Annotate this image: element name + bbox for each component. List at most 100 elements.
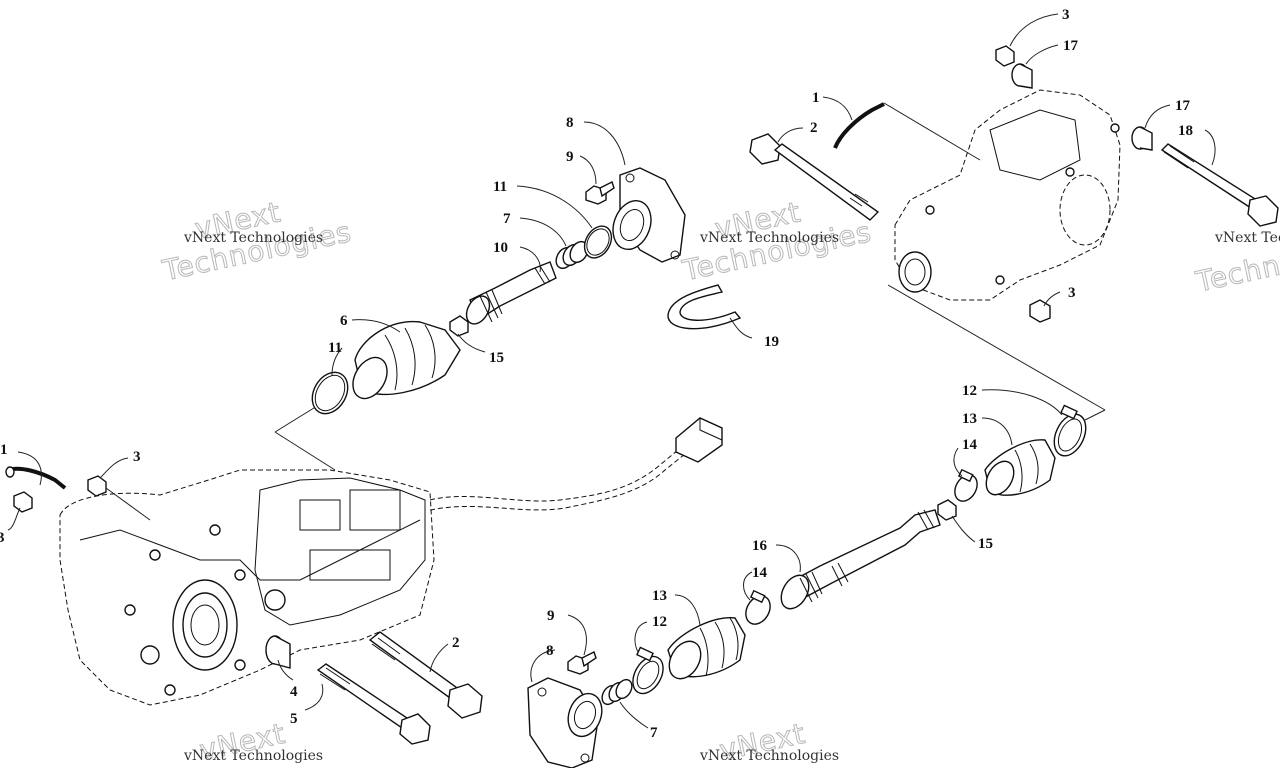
mount-bolt-5: [316, 663, 431, 745]
gearcase-output-spline: [182, 592, 228, 658]
gearcase-valve-block: [309, 549, 391, 581]
flange-hole: [537, 687, 547, 697]
breather-hose-left: [7, 466, 67, 490]
bearing-flange-8-lower: [527, 677, 603, 768]
mount-bolt-18: [1160, 143, 1279, 227]
bolt-shank: [599, 181, 615, 198]
spacer-4: [265, 635, 291, 669]
callout-15-top: 15: [489, 350, 504, 366]
bolt-thread: [1163, 145, 1195, 169]
callout-13-upper: 13: [962, 411, 977, 427]
leader-10: [519, 246, 541, 273]
leader-13-lower: [674, 594, 701, 626]
callout-8-top: 8: [566, 115, 574, 131]
gearcase-bolt-boss: [234, 569, 246, 581]
boot-13-upper: [984, 439, 1056, 496]
callout-5: 5: [290, 711, 298, 727]
rear-bolt-boss: [925, 205, 935, 215]
callout-17-top: 17: [1063, 38, 1079, 54]
flange-hole: [625, 173, 635, 183]
spacer-17-top: [1011, 63, 1033, 89]
rear-gearcase-port: [1059, 174, 1111, 246]
shaft-groove: [831, 562, 849, 587]
harness-connector: [675, 417, 723, 463]
callout-1-left: 1: [0, 442, 8, 458]
leader-2-left: [429, 643, 449, 673]
gearcase-bolt-boss: [149, 549, 161, 561]
callout-14-upper: 14: [962, 437, 978, 453]
spacer-body: [274, 635, 291, 669]
leader-lines: [7, 13, 1216, 729]
wiring-harness: [429, 417, 723, 511]
leader-13-upper: [981, 417, 1013, 446]
clamp-14-upper: [954, 468, 978, 502]
rear-bolt-boss: [1110, 123, 1120, 133]
watermark-small-bottom-center: vNext Technologies: [699, 748, 839, 764]
clamp-band: [745, 595, 771, 625]
o-ring-11-lower: [311, 371, 349, 415]
bolt-thread: [319, 667, 351, 691]
leader-15-top: [457, 333, 486, 353]
bolt-shank: [1160, 143, 1262, 211]
leader-14-upper: [953, 447, 963, 477]
bolt-head: [399, 713, 431, 745]
gearcase-bolt-boss: [124, 604, 136, 616]
boot-opening: [352, 356, 388, 400]
gearcase-drain-plug: [140, 645, 160, 665]
hose-route-line: [883, 102, 981, 161]
boot-ribs: [699, 617, 739, 677]
bearing-flange-8-top: [612, 167, 686, 263]
watermark-small-top-right: vNext Technologies: [1214, 230, 1280, 246]
callout-8-lower: 8: [546, 643, 554, 659]
leader-2-rear: [777, 127, 804, 143]
bolt-shank: [581, 651, 597, 668]
leader-18: [1204, 129, 1216, 166]
bolt-head: [1247, 195, 1279, 227]
spacer-body: [1139, 126, 1153, 151]
leader-1-rear: [822, 96, 853, 121]
leader-8-lower: [530, 649, 556, 683]
gearcase-outline: [59, 469, 435, 706]
leader-9-lower: [567, 614, 587, 656]
spacer-body: [1019, 63, 1033, 89]
clamp-band: [632, 655, 664, 695]
callout-2-rear: 2: [810, 120, 818, 136]
leader-5: [304, 683, 324, 711]
callout-14-lower: 14: [752, 565, 768, 581]
bolt-shank: [316, 663, 412, 729]
callout-3-rear-bottom: 3: [1068, 285, 1076, 301]
clamp-band-inner: [1057, 418, 1083, 452]
callout-2-left: 2: [452, 635, 460, 651]
rear-gearcase-assembly: [894, 89, 1121, 301]
boot-6: [352, 320, 461, 400]
watermark-group: vNext Technologies vNext Technologies vN…: [159, 195, 1280, 768]
flange-hole: [580, 753, 590, 763]
bolt-shank: [773, 143, 880, 221]
shaft-10: [465, 261, 557, 325]
leader-3-rear-top: [1009, 13, 1059, 47]
front-gearcase-assembly: [59, 469, 435, 706]
clamp-screw: [749, 589, 766, 604]
rear-gearcase-outline: [894, 89, 1121, 301]
clamp-12-lower: [632, 646, 664, 695]
callout-10: 10: [493, 240, 508, 256]
nut-stud-line: [105, 487, 151, 521]
gearcase-actuator: [264, 589, 286, 611]
harness-wire: [429, 445, 696, 511]
callout-labels: 1 3 3 2 4 5 6 11 15 10 7 11 9 8 19 1 2 3…: [0, 7, 1193, 741]
leader-3-rear-bottom: [1043, 291, 1061, 307]
alignment-line: [274, 431, 336, 471]
o-ring-11-lower-inner: [314, 374, 346, 412]
clamp-band-inner: [636, 660, 660, 690]
spring-ring-7-top: [555, 240, 589, 270]
leader-16: [775, 544, 801, 573]
plug-15-lower: [937, 499, 957, 521]
leader-6: [351, 319, 401, 333]
callout-12-upper: 12: [962, 383, 977, 399]
mount-bolt-rear: [749, 133, 880, 221]
callout-3-left-top: 3: [133, 449, 141, 465]
rear-bolt-boss: [995, 275, 1005, 285]
leader-12-upper: [981, 389, 1063, 416]
watermark-small-top-left: vNext Technologies: [183, 230, 323, 246]
clamp-band: [954, 474, 978, 502]
